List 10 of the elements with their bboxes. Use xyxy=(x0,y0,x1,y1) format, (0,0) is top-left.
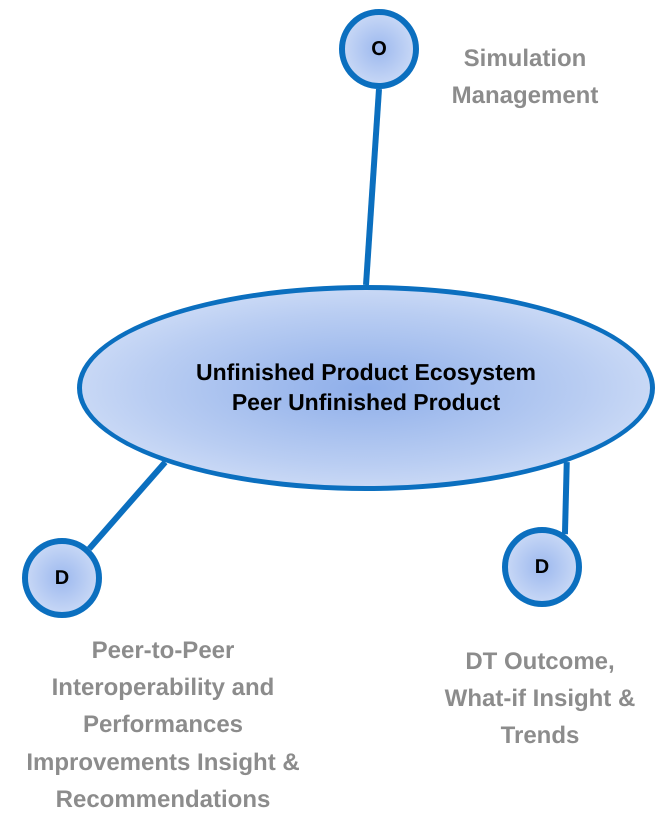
node-caption: Simulation Management xyxy=(450,44,600,112)
connector-line xyxy=(562,462,570,534)
node-caption: Peer-to-Peer Interoperability and Performances Improvements Insight & Recommendations xyxy=(25,636,301,815)
node-letter: D xyxy=(54,566,70,590)
node-caption: DT Outcome, What-if Insight & Trends xyxy=(444,647,636,752)
node-label: Unfinished Product Ecosystem Peer Unfinished Product xyxy=(196,358,536,417)
node-letter: O xyxy=(371,38,387,60)
connector-line xyxy=(363,88,382,286)
node-letter: D xyxy=(534,556,550,578)
connector-line xyxy=(87,460,168,551)
